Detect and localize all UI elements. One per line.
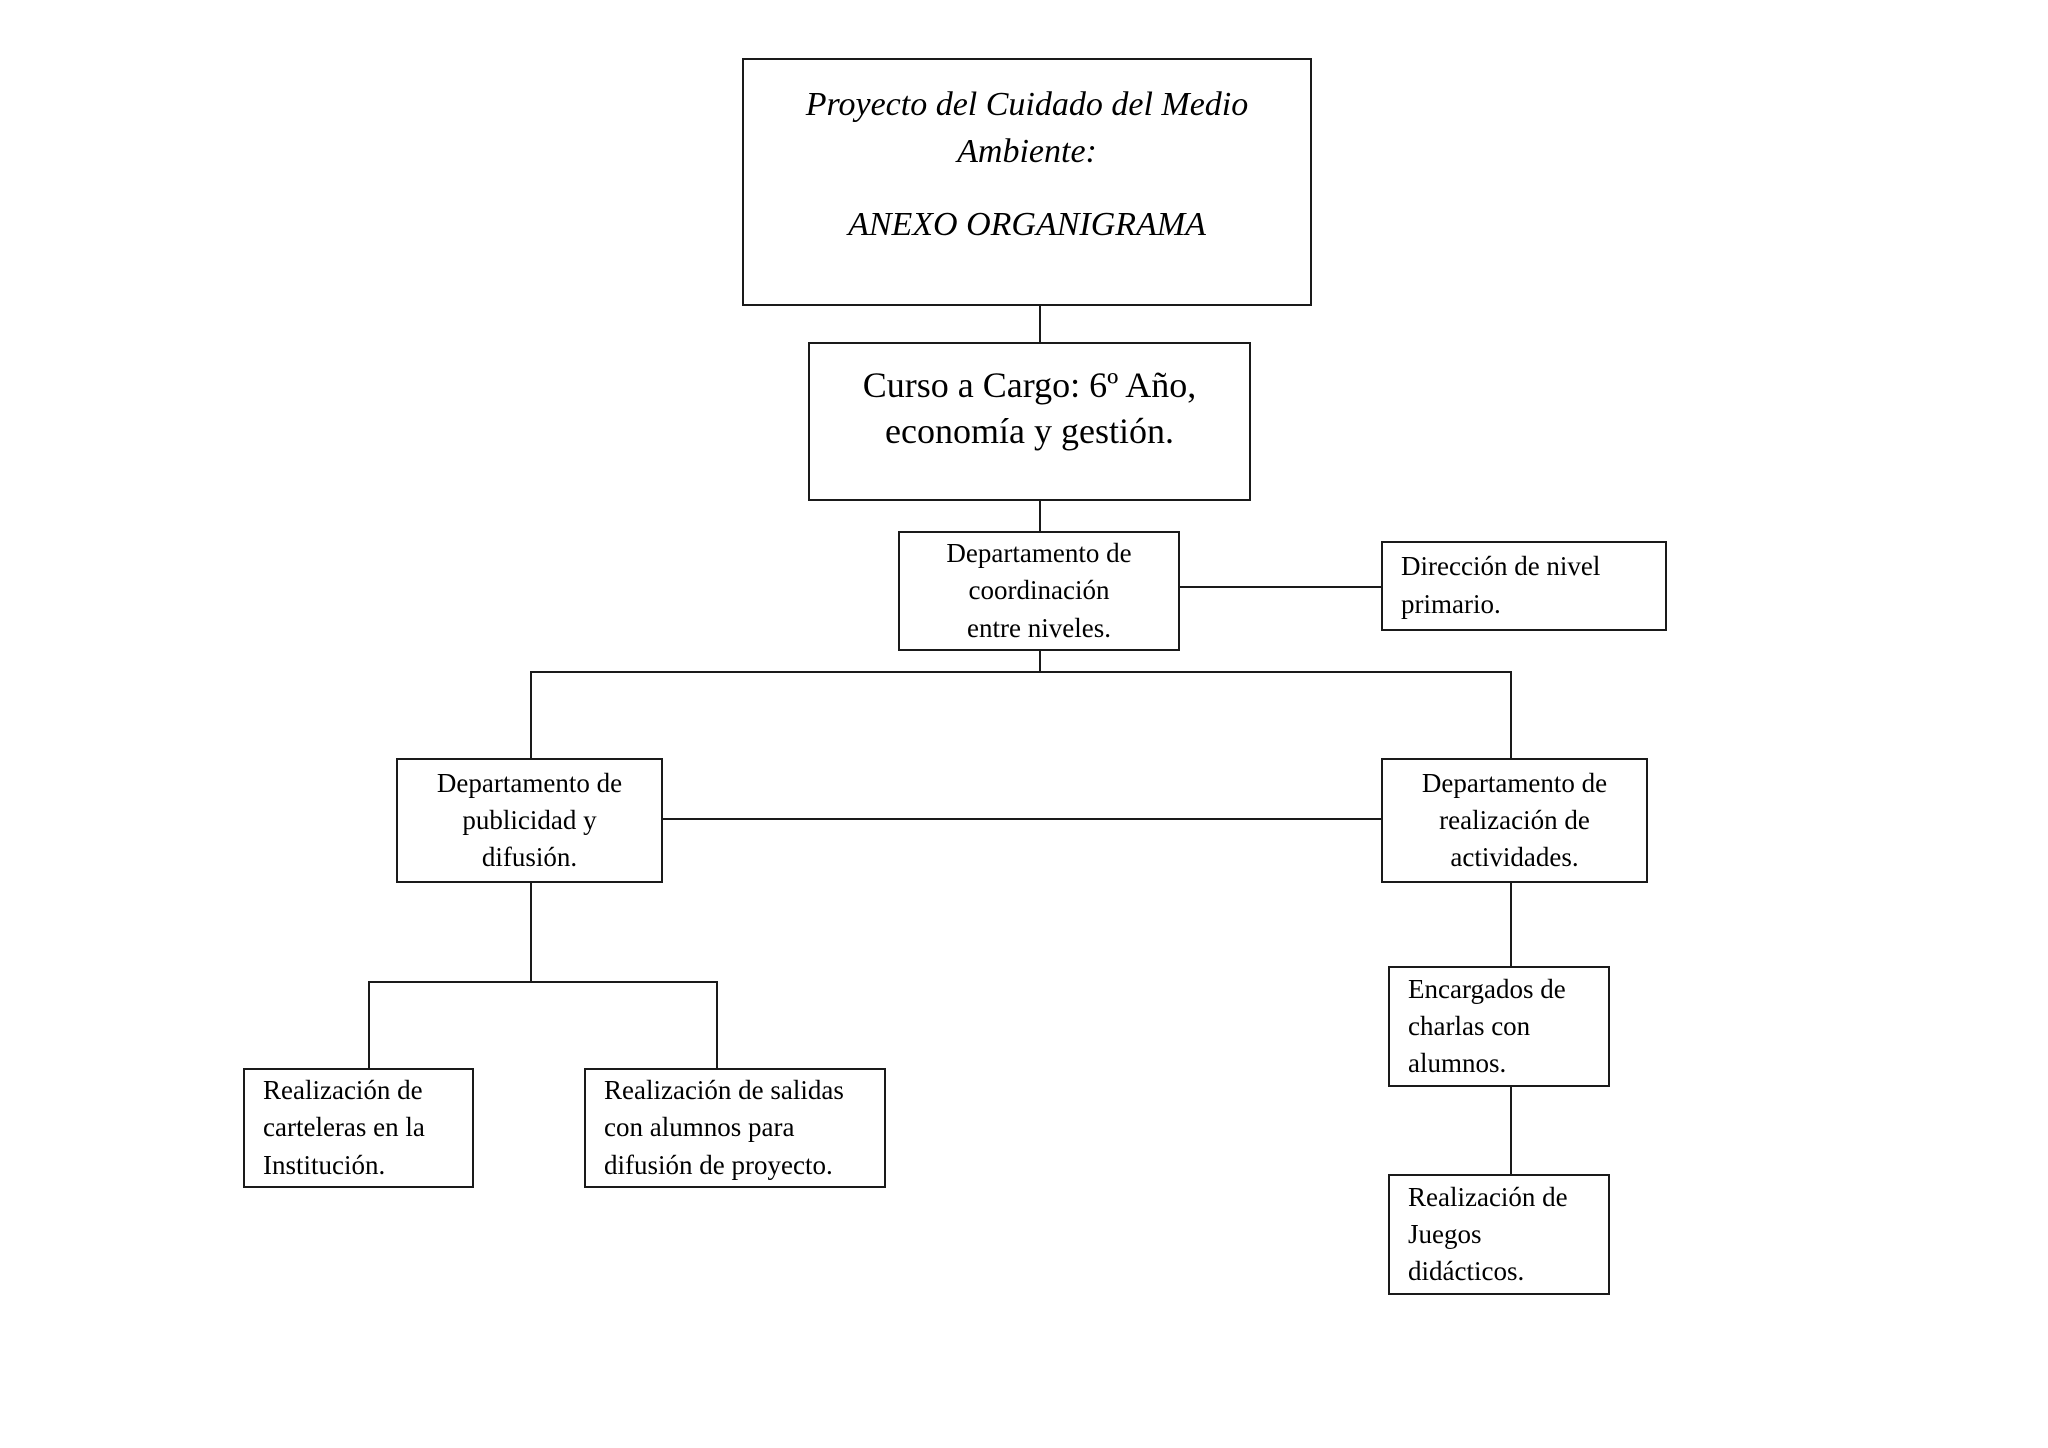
games-line-3: didácticos. (1408, 1256, 1525, 1287)
billboards-line-1: Realización de (263, 1075, 423, 1106)
node-billboards-task: Realización de carteleras en la Instituc… (243, 1068, 474, 1188)
node-publicity-department: Departamento de publicidad y difusión. (396, 758, 663, 883)
title-line-2: Ambiente: (957, 132, 1097, 170)
coordination-line-1: Departamento de (946, 538, 1132, 569)
node-project-title: Proyecto del Cuidado del Medio Ambiente:… (742, 58, 1312, 306)
course-line-1: Curso a Cargo: 6º Año, (862, 365, 1197, 405)
talks-line-2: charlas con (1408, 1010, 1531, 1041)
activities-line-3: actividades. (1450, 842, 1579, 873)
connector-bus-to-outings (716, 981, 718, 1069)
node-didactic-games-task: Realización de Juegos didácticos. (1388, 1174, 1610, 1295)
connector-talks-to-games (1510, 1087, 1512, 1175)
node-coordination-department: Departamento de coordinación entre nivel… (898, 531, 1180, 651)
title-line-3: ANEXO ORGANIGRAMA (848, 205, 1206, 243)
connector-publicity-drop (530, 882, 532, 982)
billboards-line-2: carteleras en la (263, 1112, 425, 1143)
connector-activities-to-talks (1510, 882, 1512, 966)
outings-line-1: Realización de salidas (604, 1075, 844, 1106)
connector-bus-to-billboards (368, 981, 370, 1069)
node-course-in-charge: Curso a Cargo: 6º Año, economía y gestió… (808, 342, 1251, 501)
publicity-line-1: Departamento de (436, 767, 623, 798)
coordination-line-3: entre niveles. (967, 612, 1111, 643)
publicity-line-2: publicidad y (462, 804, 597, 835)
course-line-2: economía y gestión. (885, 411, 1174, 452)
connector-level3-bus (530, 671, 1512, 673)
connector-publicity-to-activities (662, 818, 1382, 820)
connector-publicity-children-bus (368, 981, 717, 983)
billboards-line-3: Institución. (263, 1149, 386, 1180)
games-line-2: Juegos (1408, 1218, 1482, 1249)
activities-line-2: realización de (1439, 804, 1590, 835)
talks-line-3: alumnos. (1408, 1048, 1507, 1079)
title-line-1: Proyecto del Cuidado del Medio (805, 86, 1249, 123)
connector-course-to-coordination (1039, 500, 1041, 540)
primary-direction-line-1: Dirección de nivel (1401, 551, 1601, 582)
node-activities-department: Departamento de realización de actividad… (1381, 758, 1648, 883)
activities-line-1: Departamento de (1421, 767, 1608, 798)
primary-direction-line-2: primario. (1401, 589, 1501, 619)
games-line-1: Realización de (1408, 1181, 1568, 1212)
node-outings-task: Realización de salidas con alumnos para … (584, 1068, 886, 1188)
connector-coordination-to-primary-direction (1179, 586, 1382, 588)
connector-title-to-course (1039, 305, 1041, 343)
connector-bus-to-publicity (530, 671, 532, 759)
talks-line-1: Encargados de (1408, 973, 1566, 1004)
node-primary-level-direction: Dirección de nivel primario. (1381, 541, 1667, 631)
outings-line-3: difusión de proyecto. (604, 1149, 833, 1180)
connector-coordination-drop (1039, 650, 1041, 672)
publicity-line-3: difusión. (481, 842, 578, 873)
outings-line-2: con alumnos para (604, 1112, 795, 1143)
coordination-line-2: coordinación (968, 575, 1110, 606)
connector-bus-to-activities (1510, 671, 1512, 759)
node-student-talks-task: Encargados de charlas con alumnos. (1388, 966, 1610, 1087)
